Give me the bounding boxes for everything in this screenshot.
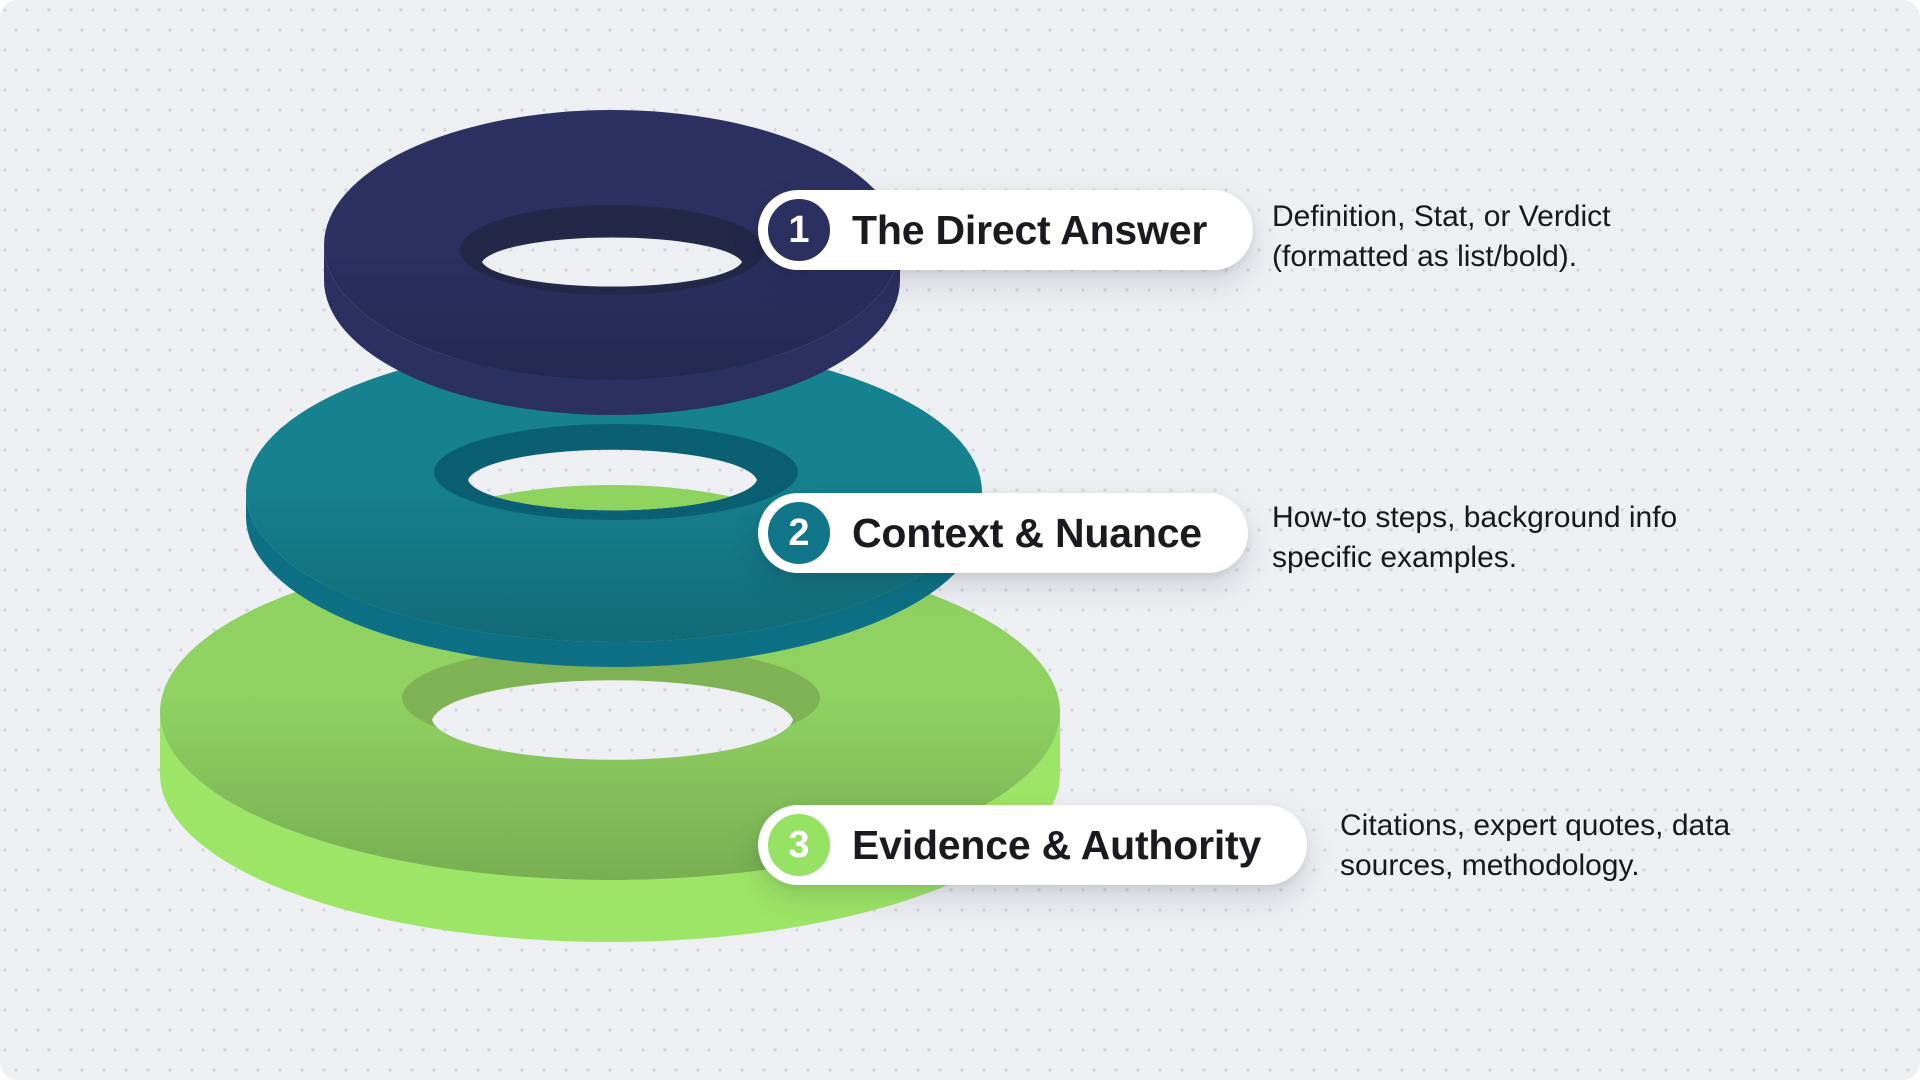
step-1-description: Definition, Stat, or Verdict (formatted … (1272, 197, 1611, 277)
step-3-description-line-1: Citations, expert quotes, data (1340, 809, 1731, 842)
step-1-description-line-2: (formatted as list/bold). (1272, 240, 1578, 273)
step-3-description: Citations, expert quotes, data sources, … (1340, 806, 1730, 886)
label-pill-evidence-authority: 3 Evidence & Authority (758, 805, 1308, 885)
ring-2-front-face (246, 492, 982, 667)
step-2-title: Context & Nuance (852, 509, 1202, 556)
step-3-badge: 3 (763, 809, 835, 881)
step-2-description-line-1: How-to steps, background info (1272, 501, 1678, 534)
label-pill-context-nuance: 2 Context & Nuance (758, 493, 1248, 573)
step-1-description-line-1: Definition, Stat, or Verdict (1272, 200, 1611, 233)
ring-direct-answer (324, 110, 900, 415)
ring-3-hole (432, 680, 793, 760)
ring-1-front-face (324, 245, 900, 415)
step-2-description-line-2: specific examples. (1272, 541, 1518, 574)
step-2-description: How-to steps, background info specific e… (1272, 498, 1677, 578)
ring-1-hole (482, 237, 742, 287)
step-3-title: Evidence & Authority (852, 821, 1262, 868)
step-2-badge: 2 (763, 497, 835, 569)
step-1-badge: 1 (763, 194, 835, 266)
step-3-description-line-2: sources, methodology. (1340, 849, 1640, 882)
step-1-title: The Direct Answer (852, 206, 1208, 253)
label-pill-direct-answer: 1 The Direct Answer (758, 190, 1254, 270)
